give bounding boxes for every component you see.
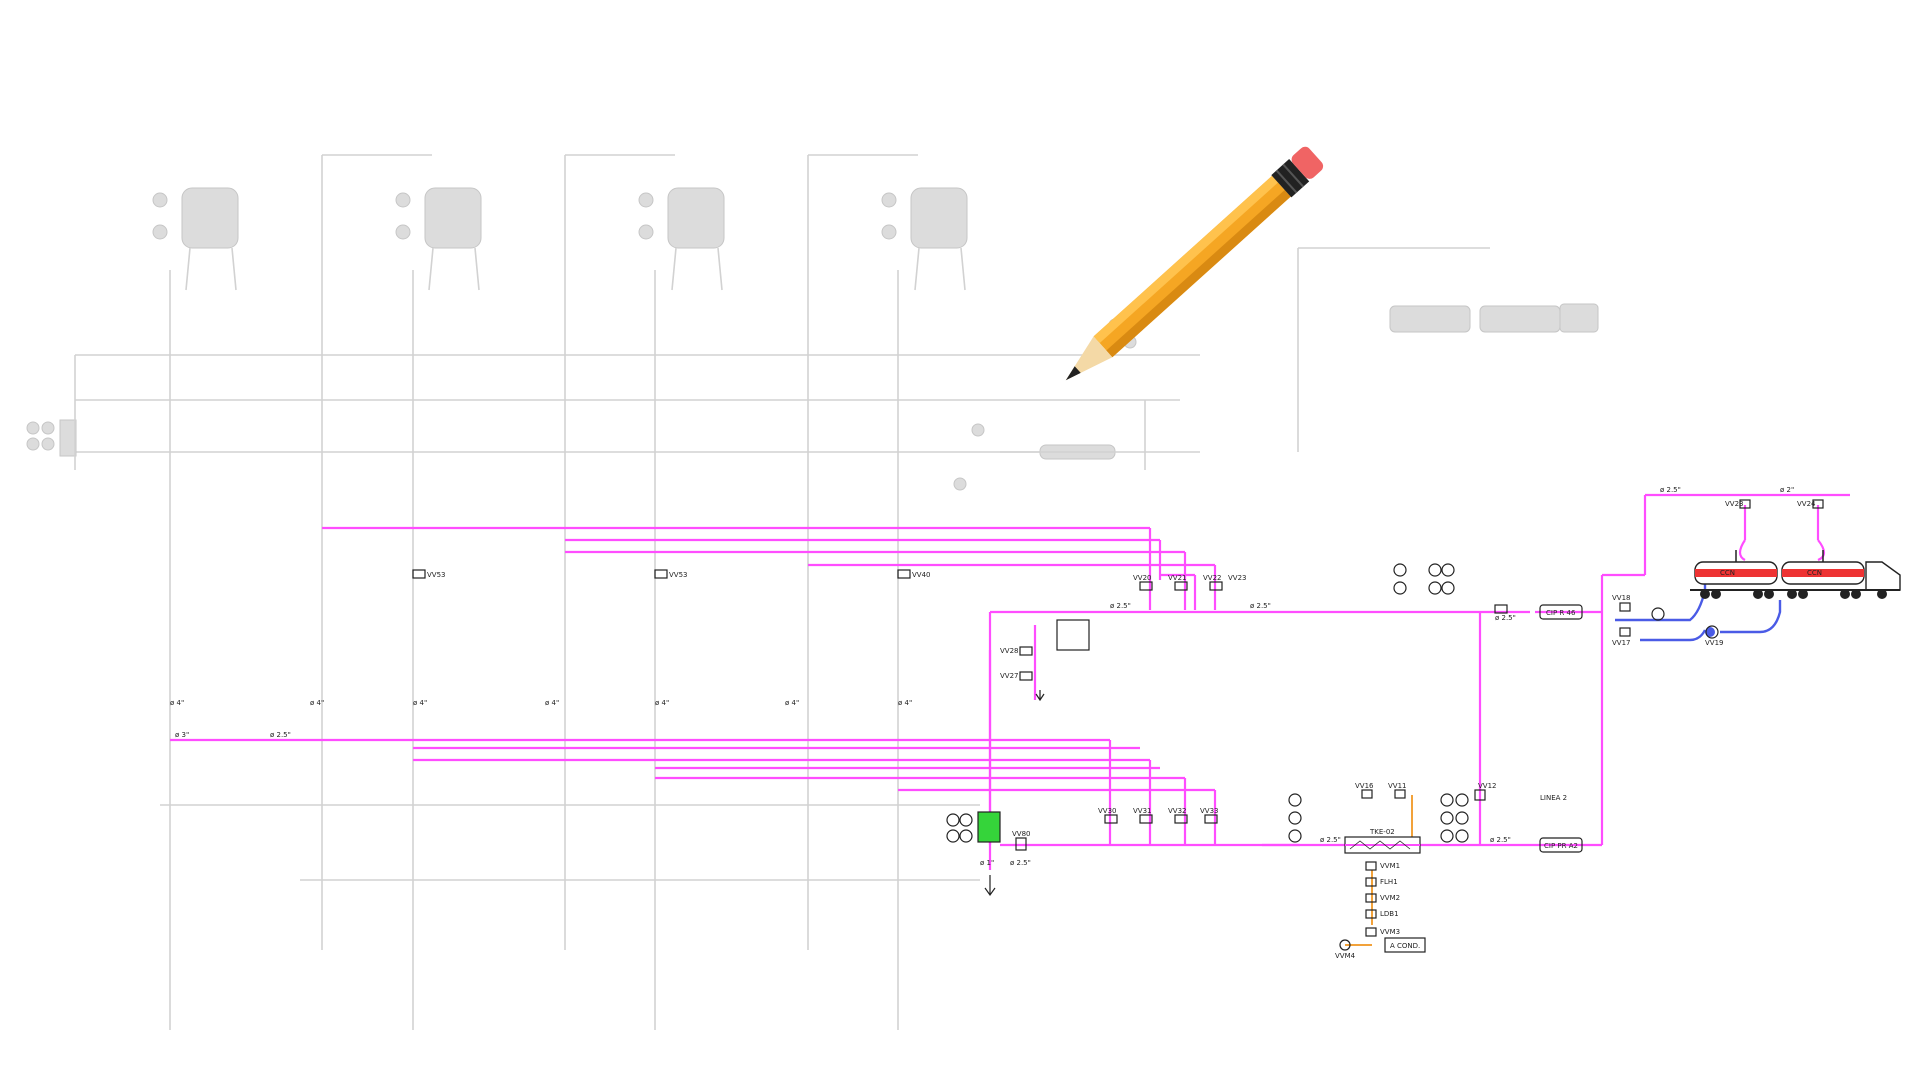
pipe-size: ø 2.5" bbox=[1495, 614, 1516, 622]
valve-vv22 bbox=[1209, 581, 1223, 591]
valve-label: VV21 bbox=[1168, 574, 1186, 582]
magenta-piping bbox=[170, 493, 1850, 870]
valve-row-2 bbox=[654, 569, 668, 579]
train-label: VVM1 bbox=[1380, 862, 1400, 870]
valve-label: VV20 bbox=[1133, 574, 1151, 582]
valve-vv33 bbox=[1204, 814, 1218, 824]
pipe-size: ø 4" bbox=[655, 699, 669, 707]
truck-valve-label: VV17 bbox=[1612, 639, 1630, 647]
valve-label: VV31 bbox=[1133, 807, 1151, 815]
train-label: VVM4 bbox=[1335, 952, 1356, 960]
valve-vv21 bbox=[1174, 581, 1188, 591]
valve-vv80 bbox=[1015, 837, 1027, 851]
train-label: FLH1 bbox=[1380, 878, 1398, 886]
pencil-icon bbox=[1065, 146, 1324, 381]
equipment-symbols bbox=[412, 499, 1824, 953]
blue-truck-piping bbox=[1615, 573, 1782, 642]
cip-tag-lower bbox=[1539, 837, 1583, 853]
cip-label-upper: CIP R 46 bbox=[1546, 609, 1576, 617]
pump-green bbox=[977, 811, 1001, 843]
pipe-size: ø 2.5" bbox=[1320, 836, 1341, 844]
train-label: VVM2 bbox=[1380, 894, 1400, 902]
valve-label: VV23 bbox=[1228, 574, 1246, 582]
truck-valve-label: VV23 bbox=[1725, 500, 1743, 508]
pipe-size: ø 4" bbox=[545, 699, 559, 707]
train-label: LDB1 bbox=[1380, 910, 1399, 918]
tank-3 bbox=[638, 187, 725, 291]
valve-label: VV11 bbox=[1388, 782, 1406, 790]
valve-row-3 bbox=[897, 569, 911, 579]
valve-label: VV32 bbox=[1168, 807, 1186, 815]
orange-condensate bbox=[1345, 795, 1413, 946]
valve-label: VV40 bbox=[912, 571, 930, 579]
pipe-size: ø 2.5" bbox=[1010, 859, 1031, 867]
train-label: VVM3 bbox=[1380, 928, 1400, 936]
pipe-size: ø 3" bbox=[175, 731, 189, 739]
left-instrument-cluster bbox=[26, 355, 77, 470]
valve-label: VV33 bbox=[1200, 807, 1218, 815]
pump-label: VV80 bbox=[1012, 830, 1030, 838]
faint-background-diagram bbox=[26, 154, 1599, 1030]
valve-label: VV53 bbox=[669, 571, 687, 579]
pipe-size: ø 2.5" bbox=[270, 731, 291, 739]
cip-tag-upper bbox=[1539, 604, 1583, 620]
valve-label: VV30 bbox=[1098, 807, 1116, 815]
valve-label: VV22 bbox=[1203, 574, 1221, 582]
pipe-size: ø 2.5" bbox=[1250, 602, 1271, 610]
valve-vv31 bbox=[1139, 814, 1153, 824]
valve-vv28 bbox=[1019, 646, 1033, 656]
hx-label: TKE-02 bbox=[1369, 828, 1395, 836]
diagram-labels: LINEA 2 TKE-02 CIP R 46 CIP PR A2 A COND… bbox=[170, 486, 1822, 960]
valve-label: VV12 bbox=[1478, 782, 1496, 790]
tank-1 bbox=[152, 187, 239, 291]
valve-row-1 bbox=[412, 569, 426, 579]
pipe-size: ø 1" bbox=[980, 859, 994, 867]
truck-tank-label: CCN bbox=[1807, 569, 1822, 577]
valve-vv20 bbox=[1139, 581, 1153, 591]
truck-valve-label: VV18 bbox=[1612, 594, 1630, 602]
valve-label: VV28 bbox=[1000, 647, 1018, 655]
heat-exchanger bbox=[1344, 836, 1421, 854]
valve-vv30 bbox=[1104, 814, 1118, 824]
truck-tank-label: CCN bbox=[1720, 569, 1735, 577]
cip-label-lower: CIP PR A2 bbox=[1544, 842, 1578, 850]
pipe-size: ø 2.5" bbox=[1110, 602, 1131, 610]
condensate-label: A COND. bbox=[1390, 942, 1420, 950]
strainer-box bbox=[1056, 619, 1090, 651]
pipe-size: ø 4" bbox=[170, 699, 184, 707]
pipe-size: ø 4" bbox=[785, 699, 799, 707]
pipe-size: ø 2.5" bbox=[1490, 836, 1511, 844]
valve-label: VV16 bbox=[1355, 782, 1374, 790]
pipe-size: ø 2.5" bbox=[1660, 486, 1681, 494]
truck-valve-label: VV24 bbox=[1797, 500, 1816, 508]
pipe-size: ø 4" bbox=[310, 699, 324, 707]
line-label: LINEA 2 bbox=[1540, 794, 1567, 802]
valve-vv32 bbox=[1174, 814, 1188, 824]
truck-valve-label: VV19 bbox=[1705, 639, 1723, 647]
tank-2 bbox=[395, 187, 482, 291]
condensate-tag bbox=[1384, 937, 1426, 953]
valve-label: VV27 bbox=[1000, 672, 1018, 680]
pipe-size: ø 4" bbox=[413, 699, 427, 707]
pipe-size: ø 2" bbox=[1780, 486, 1794, 494]
faint-hx-area bbox=[953, 247, 1599, 491]
pipe-size: ø 4" bbox=[898, 699, 912, 707]
valve-vv27 bbox=[1019, 671, 1033, 681]
tanker-truck bbox=[1690, 550, 1901, 599]
valve-label: VV53 bbox=[427, 571, 445, 579]
tank-4 bbox=[881, 187, 968, 291]
